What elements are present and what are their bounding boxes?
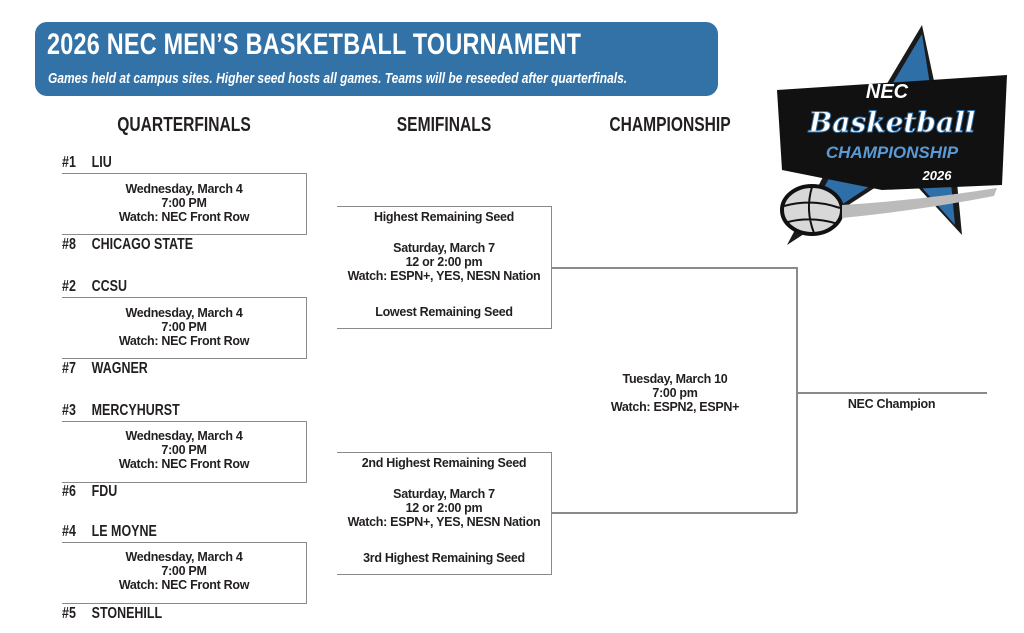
page-title: 2026 NEC MEN’S BASKETBALL TOURNAMENT	[47, 28, 582, 61]
semifinal-top-slot: 2nd Highest Remaining Seed	[361, 456, 527, 470]
game-broadcast: Watch: ESPN2, ESPN+	[610, 400, 740, 414]
quarterfinal-game: Wednesday, March 4 7:00 PM Watch: NEC Fr…	[62, 542, 307, 604]
bracket-connector	[796, 267, 798, 513]
semifinal-game: Highest Remaining Seed Saturday, March 7…	[337, 206, 552, 329]
semifinal-bottom-slot: Lowest Remaining Seed	[375, 305, 513, 319]
bracket-connector	[552, 267, 797, 269]
logo-text-basketball: Basketball	[808, 106, 976, 139]
quarterfinal-game: Wednesday, March 4 7:00 PM Watch: NEC Fr…	[62, 421, 307, 483]
logo-text-year: 2026	[922, 168, 953, 183]
quarterfinal-game: Wednesday, March 4 7:00 PM Watch: NEC Fr…	[62, 173, 307, 235]
title-banner: 2026 NEC MEN’S BASKETBALL TOURNAMENT Gam…	[35, 22, 718, 96]
logo-text-championship: CHAMPIONSHIP	[826, 143, 959, 162]
nec-championship-logo: NEC Basketball CHAMPIONSHIP 2026	[777, 25, 1007, 245]
champion-slot: NEC Champion	[796, 397, 987, 411]
game-time: 7:00 PM	[161, 443, 207, 457]
semifinal-bottom-slot: 3rd Highest Remaining Seed	[363, 551, 525, 565]
game-broadcast: Watch: NEC Front Row	[118, 578, 250, 592]
game-date: Wednesday, March 4	[125, 429, 243, 443]
round-header-championship: CHAMPIONSHIP	[609, 114, 731, 136]
champion-line	[796, 392, 987, 394]
semifinal-top-slot: Highest Remaining Seed	[374, 210, 514, 224]
game-broadcast: Watch: NEC Front Row	[118, 334, 250, 348]
quarterfinal-game: Wednesday, March 4 7:00 PM Watch: NEC Fr…	[62, 297, 307, 359]
game-date: Wednesday, March 4	[125, 550, 243, 564]
bracket-connector	[552, 512, 797, 514]
game-time: 12 or 2:00 pm	[405, 255, 483, 269]
game-date: Wednesday, March 4	[125, 182, 243, 196]
game-date: Tuesday, March 10	[622, 372, 728, 386]
game-time: 7:00 PM	[161, 564, 207, 578]
game-time: 7:00 PM	[161, 320, 207, 334]
round-header-semifinals: SEMIFINALS	[396, 114, 492, 136]
game-time: 7:00 pm	[652, 386, 698, 400]
game-broadcast: Watch: NEC Front Row	[118, 457, 250, 471]
game-date: Wednesday, March 4	[125, 306, 243, 320]
game-time: 12 or 2:00 pm	[405, 501, 483, 515]
champion-label: NEC Champion	[847, 397, 936, 411]
game-time: 7:00 PM	[161, 196, 207, 210]
game-date: Saturday, March 7	[393, 487, 495, 501]
game-broadcast: Watch: ESPN+, YES, NESN Nation	[347, 269, 541, 283]
page-subtitle: Games held at campus sites. Higher seed …	[48, 70, 628, 87]
logo-text-nec: NEC	[866, 81, 909, 103]
championship-game: Tuesday, March 10 7:00 pm Watch: ESPN2, …	[575, 372, 775, 414]
semifinal-game: 2nd Highest Remaining Seed Saturday, Mar…	[337, 452, 552, 575]
game-broadcast: Watch: ESPN+, YES, NESN Nation	[347, 515, 541, 529]
round-header-quarterfinals: QUARTERFINALS	[117, 114, 251, 136]
game-broadcast: Watch: NEC Front Row	[118, 210, 250, 224]
game-date: Saturday, March 7	[393, 241, 495, 255]
